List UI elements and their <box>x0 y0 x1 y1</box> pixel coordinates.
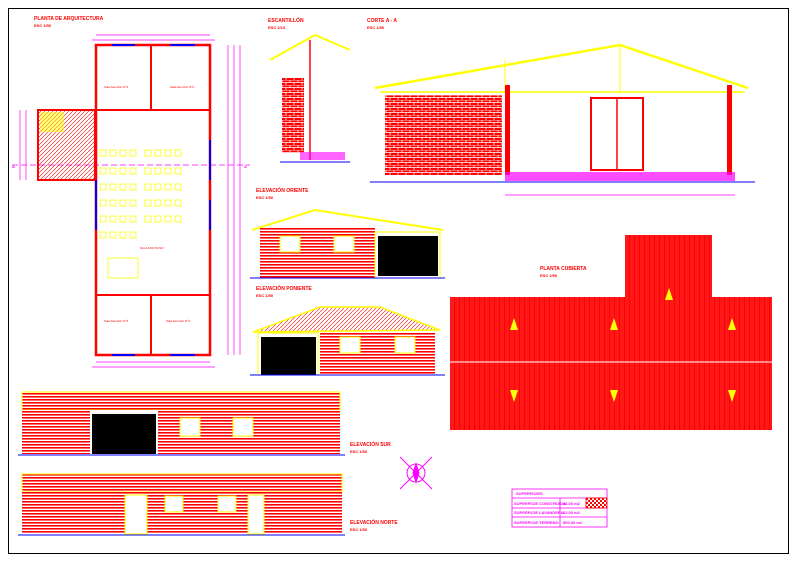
elevation-north: ELEVACIÓN NORTE ESC 1/50 <box>18 473 398 536</box>
elevation-south: ELEVACIÓN SUR ESC 1/50 <box>18 391 391 456</box>
north-arrow-icon <box>399 456 433 490</box>
areas-table-text: SUPERFICIES SUPERFICIE CONSTRUIDA 96,00 … <box>514 491 583 525</box>
room-label-4: Sala Atención Nº4 <box>166 319 190 323</box>
elev-east-scale: ESC 1/50 <box>256 195 274 200</box>
area-label: SUPERFICIE CONSTRUIDA <box>514 501 566 506</box>
section-mark-right: A <box>244 164 247 169</box>
elev-east-title: ELEVACIÓN ORIENTE <box>256 186 309 194</box>
area-label: SUPERFICIE LAVANDERIA <box>514 510 565 515</box>
sheet-border <box>8 8 789 554</box>
section-scale: ESC 1/50 <box>367 25 385 30</box>
elevation-east: ELEVACIÓN ORIENTE ESC 1/50 <box>250 186 445 279</box>
escantillon-title: ESCANTILLÓN <box>268 16 304 24</box>
wall-section-detail: ESCANTILLÓN ESC 1/10 <box>268 16 351 163</box>
section-mark-left: A <box>12 164 15 169</box>
escantillon-scale: ESC 1/10 <box>268 25 286 30</box>
room-label-3: Sala Atención Nº3 <box>104 319 128 323</box>
roof-plan-title: PLANTA CUBIERTA <box>540 266 587 272</box>
chairs <box>99 149 182 279</box>
area-value: 96,00 m2 <box>563 501 581 506</box>
room-label-1: Sala Atención Nº1 <box>104 85 128 89</box>
section-a-a: CORTE A - A ESC 1/50 <box>367 18 755 196</box>
area-label: SUPERFICIE TERRENO <box>514 520 559 525</box>
roof-slope-arrows <box>510 288 736 402</box>
elev-south-title: ELEVACIÓN SUR <box>350 440 391 448</box>
roof-plan-scale: ESC 1/50 <box>540 273 558 278</box>
areas-table <box>511 488 608 528</box>
elev-north-title: ELEVACIÓN NORTE <box>350 518 398 526</box>
plan-scale: ESC 1/50 <box>34 23 52 28</box>
section-title: CORTE A - A <box>367 18 397 24</box>
elev-north-scale: ESC 1/50 <box>350 527 368 532</box>
elev-west-scale: ESC 1/50 <box>256 293 274 298</box>
area-value: 500,00 m2 <box>563 520 583 525</box>
roof-plan: PLANTA CUBIERTA ESC 1/50 <box>450 235 772 430</box>
areas-header: SUPERFICIES <box>516 491 543 496</box>
floor-plan: PLANTA DE ARQUITECTURA ESC 1/50 A A <box>12 16 250 368</box>
plan-title: PLANTA DE ARQUITECTURA <box>34 16 104 22</box>
room-label-2: Sala Atención Nº2 <box>170 85 194 89</box>
elevation-west: ELEVACIÓN PONIENTE ESC 1/50 <box>250 284 445 376</box>
room-label-main: SALA MULTIUSO <box>140 246 164 250</box>
elev-west-title: ELEVACIÓN PONIENTE <box>256 284 312 292</box>
elev-south-scale: ESC 1/50 <box>350 449 368 454</box>
area-value: 12,00 m2 <box>563 510 581 515</box>
